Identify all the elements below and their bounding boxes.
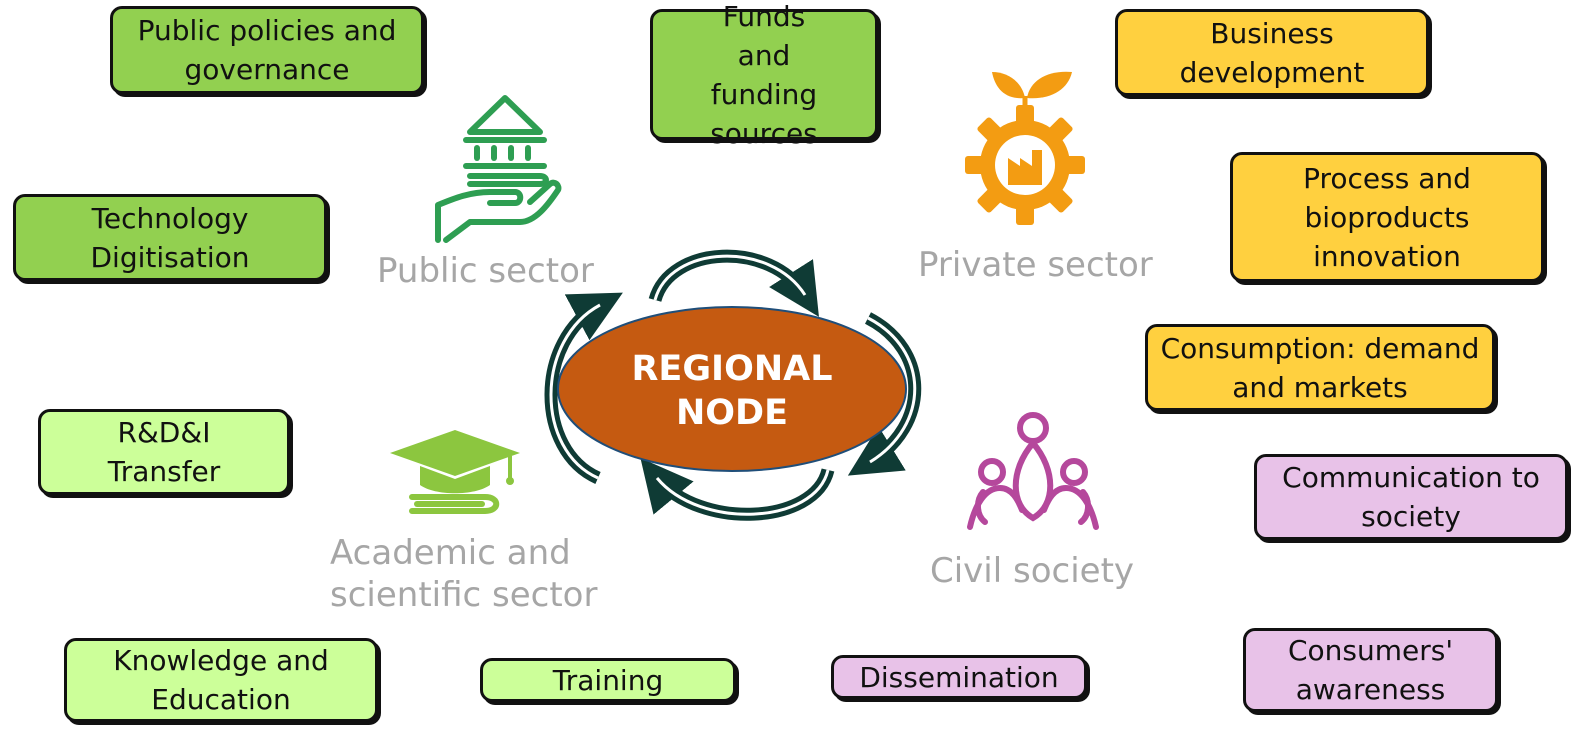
arrow-bottom: [640, 457, 835, 521]
box-consumption: Consumption: demand and markets: [1145, 324, 1495, 411]
box-funds: Funds and funding sources: [650, 0, 878, 150]
label-public-sector: Public sector: [377, 251, 594, 291]
box-business-development: Business development: [1115, 9, 1429, 96]
factory-gear-icon: [965, 71, 1085, 225]
box-process-innovation: Process and bioproducts innovation: [1230, 152, 1544, 282]
box-consumers-awareness: Consumers' awareness: [1243, 628, 1498, 712]
box-public-policies: Public policies and governance: [110, 6, 424, 94]
bank-hand-icon: [435, 95, 562, 243]
people-group-icon: [967, 412, 1099, 530]
label-civil-society: Civil society: [930, 551, 1135, 591]
label-academic-sector: Academic and scientific sector: [330, 533, 598, 615]
box-dissemination: Dissemination: [831, 655, 1087, 699]
regional-node: [557, 306, 907, 472]
arrow-top: [648, 249, 819, 317]
node-label-line2: NODE: [676, 393, 788, 433]
label-private-sector: Private sector: [918, 245, 1153, 285]
box-training: Training: [480, 658, 736, 702]
graduation-cap-icon: [390, 430, 520, 514]
box-technology: Technology Digitisation: [13, 194, 327, 281]
box-knowledge: Knowledge and Education: [64, 638, 378, 722]
box-communication: Communication to society: [1254, 454, 1568, 540]
box-rdi-transfer: R&D&I Transfer: [38, 409, 290, 495]
node-label-line1: REGIONAL: [631, 349, 832, 389]
